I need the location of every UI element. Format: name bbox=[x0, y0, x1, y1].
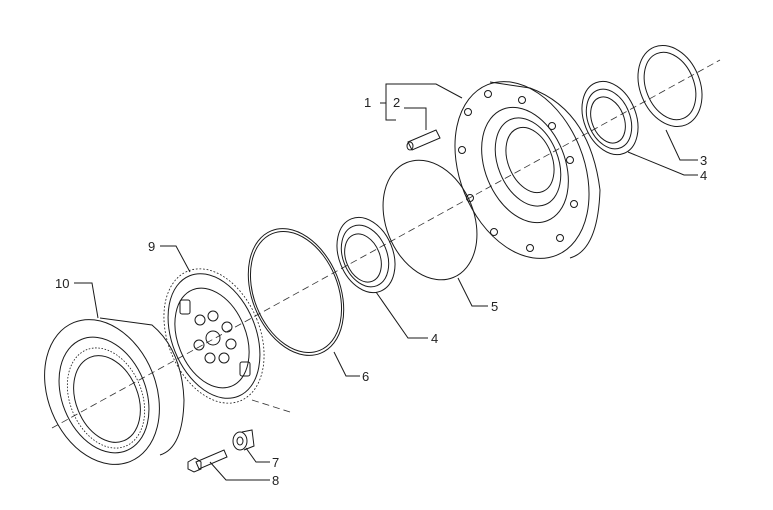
part-o-ring bbox=[382, 159, 478, 281]
part-seal bbox=[637, 44, 703, 128]
callout-2: 2 bbox=[393, 95, 400, 110]
callout-6: 6 bbox=[362, 369, 369, 384]
part-wheel-hub bbox=[454, 81, 601, 259]
callout-1: 1 bbox=[364, 95, 371, 110]
leader-lines bbox=[74, 83, 698, 481]
part-washer bbox=[232, 429, 255, 451]
callout-8: 8 bbox=[272, 473, 279, 488]
callout-3: 3 bbox=[700, 153, 707, 168]
callout-5: 5 bbox=[491, 299, 498, 314]
callout-9: 9 bbox=[148, 239, 155, 254]
callout-10: 10 bbox=[55, 276, 69, 291]
part-wheel-stud bbox=[406, 129, 441, 151]
callout-4-upper: 4 bbox=[700, 168, 707, 183]
callout-4-lower: 4 bbox=[431, 331, 438, 346]
part-ring-gear bbox=[44, 317, 185, 465]
part-bearing-upper bbox=[581, 80, 639, 156]
part-bearing-lower bbox=[336, 216, 396, 294]
part-bolt bbox=[187, 449, 228, 473]
part-snap-ring bbox=[247, 228, 345, 356]
center-axis bbox=[51, 59, 721, 429]
bolt-axis bbox=[251, 399, 291, 413]
part-planet-carrier bbox=[163, 268, 265, 404]
callout-7: 7 bbox=[272, 455, 279, 470]
